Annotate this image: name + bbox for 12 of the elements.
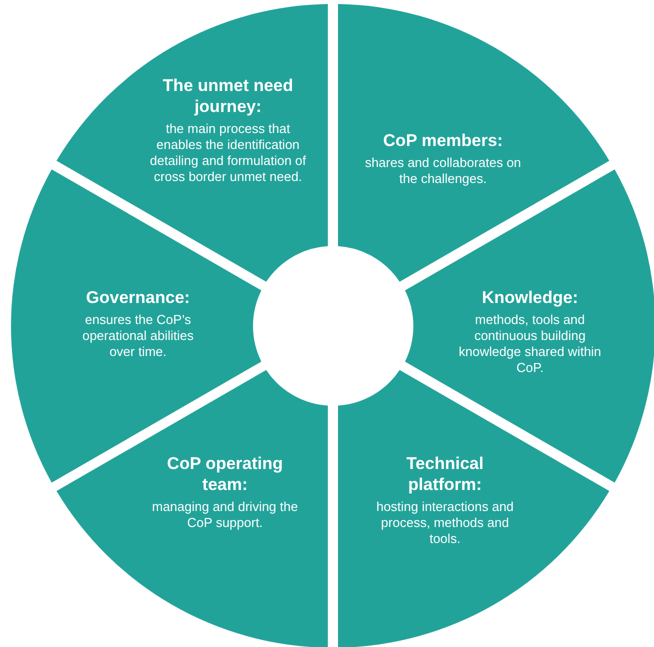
segment-heading: Governance: [85, 287, 191, 308]
segment-description: the main process that enables the identification detailing and formulation of cross border unmet need. [148, 121, 308, 185]
segment-heading: Technical platform: [405, 452, 485, 495]
segment-description: shares and collaborates on the challenges. [364, 155, 522, 187]
segment-description: ensures the CoP’s operational abilities over time. [81, 312, 195, 360]
segment-description: methods, tools and continuous building knowledge shared within CoP. [458, 312, 602, 376]
segment-heading: CoP members: [382, 130, 504, 151]
segment-heading: CoP operating team: [166, 452, 284, 495]
segment-description: managing and driving the CoP support. [150, 498, 299, 531]
segment-description: hosting interactions and process, methods and tools. [375, 498, 515, 547]
segment-heading: Knowledge: [480, 287, 580, 308]
segment-heading: The unmet need journey: [162, 75, 294, 117]
